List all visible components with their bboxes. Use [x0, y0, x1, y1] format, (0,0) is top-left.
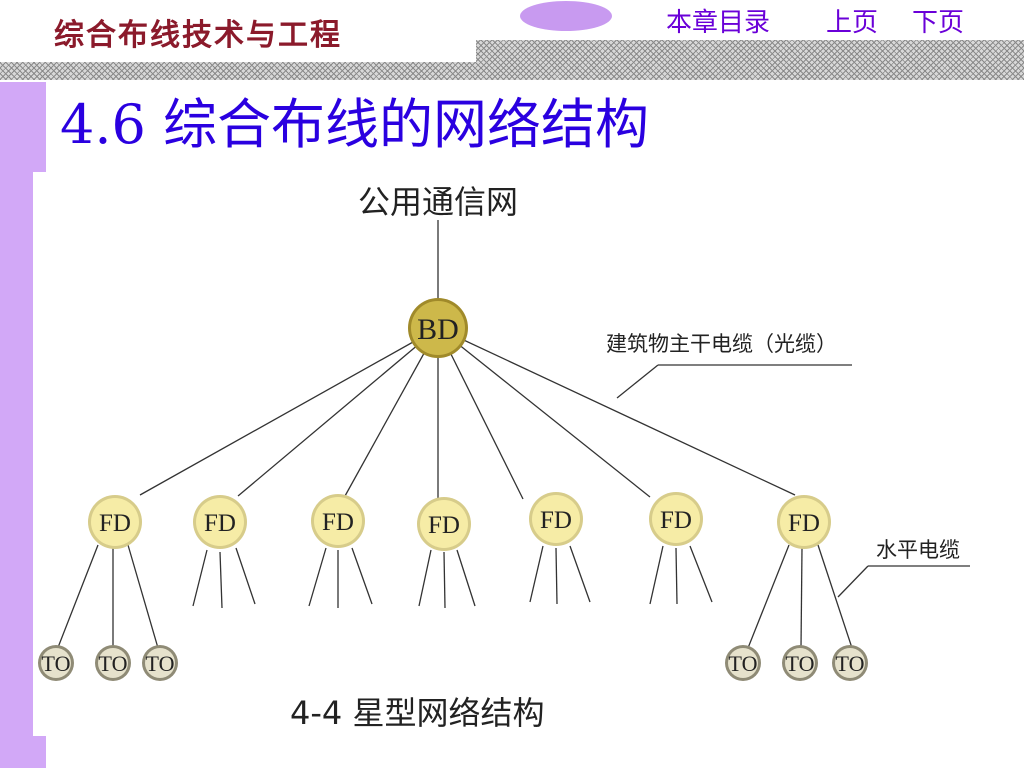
fd-node-fill	[420, 500, 468, 548]
to-node-label: TO	[99, 651, 128, 676]
backbone-link	[139, 327, 439, 496]
horizontal-stub	[529, 545, 544, 603]
horizontal-stub	[418, 549, 432, 607]
fd-node: FD	[88, 495, 142, 549]
fd-node-fill	[91, 498, 139, 546]
public-network-label: 公用通信网	[358, 183, 518, 221]
decorative-ellipse	[520, 1, 612, 31]
to-node-label: TO	[786, 651, 815, 676]
toc-link[interactable]: 本章目录	[666, 8, 771, 38]
horizontal-link	[127, 544, 159, 649]
to-node-fill	[728, 648, 758, 678]
fd-node-fill	[314, 497, 362, 545]
horizontal-stub	[192, 549, 208, 607]
fd-node-fill	[652, 495, 700, 543]
next-page-link[interactable]: 下页	[912, 8, 965, 38]
to-node-label: TO	[146, 651, 175, 676]
horizontal-stub	[569, 545, 591, 603]
to-node-label: TO	[729, 651, 758, 676]
horizontal-stub	[443, 551, 446, 609]
fd-node: FD	[311, 494, 365, 548]
horizontal-link	[747, 544, 790, 649]
horizontal-stub	[219, 551, 223, 609]
bd-node: BD	[408, 298, 468, 358]
prev-page-link[interactable]: 上页	[826, 8, 879, 38]
horizontal-link	[817, 544, 853, 649]
backbone-cable-label: 建筑物主干电缆（光缆）	[606, 332, 837, 356]
horizontal-stub	[689, 545, 713, 603]
horizontal-stub	[308, 547, 327, 607]
to-node: TO	[725, 645, 761, 681]
horizontal-link	[56, 544, 99, 651]
diagram-caption: 4-4 星型网络结构	[290, 694, 544, 732]
slide-title: 4.6 综合布线的网络结构	[60, 93, 650, 156]
fd-node-fill	[532, 495, 580, 543]
fd-node-label: FD	[99, 510, 131, 537]
to-node-fill	[145, 648, 175, 678]
bd-node-label: BD	[417, 313, 459, 346]
fd-node-label: FD	[660, 507, 692, 534]
fd-node: FD	[777, 495, 831, 549]
course-title: 综合布线技术与工程	[54, 18, 342, 53]
fd-node: FD	[529, 492, 583, 546]
to-node: TO	[832, 645, 868, 681]
fd-node: FD	[193, 495, 247, 549]
horizontal-link	[800, 547, 803, 649]
horizontal-label-leader	[837, 565, 869, 598]
fd-node-label: FD	[428, 512, 460, 539]
fd-node: FD	[417, 497, 471, 551]
course-logo: 综合布线技术与工程	[0, 0, 476, 62]
backbone-link	[437, 327, 651, 498]
fd-node-label: FD	[204, 510, 236, 537]
horizontal-stub	[456, 549, 476, 607]
fd-node-label: FD	[788, 510, 820, 537]
fd-node-label: FD	[322, 509, 354, 536]
horizontal-stub	[675, 547, 678, 605]
horizontal-stub	[351, 547, 373, 605]
left-accent-strip	[33, 172, 46, 736]
backbone-link	[437, 327, 524, 500]
horizontal-stub	[555, 547, 558, 605]
fd-node-label: FD	[540, 507, 572, 534]
to-node: TO	[142, 645, 178, 681]
to-node: TO	[782, 645, 818, 681]
backbone-link	[437, 327, 796, 496]
fd-node-fill	[780, 498, 828, 546]
horizontal-cable-label: 水平电缆	[876, 538, 960, 562]
horizontal-stub	[235, 547, 256, 605]
backbone-link	[344, 327, 439, 497]
network-nodes: BD FD FD FD FD FD FD FD TO TO TO TO TO TO	[38, 298, 868, 681]
to-node-fill	[835, 648, 865, 678]
fd-node-fill	[196, 498, 244, 546]
horizontal-stub	[649, 545, 664, 605]
to-node-fill	[41, 648, 71, 678]
backbone-link	[237, 327, 439, 497]
to-node-label: TO	[42, 651, 71, 676]
to-node: TO	[38, 645, 74, 681]
backbone-label-leader	[616, 364, 659, 399]
to-node-fill	[98, 648, 128, 678]
bd-node-fill	[411, 301, 465, 355]
to-node-fill	[785, 648, 815, 678]
label-leader-lines	[616, 364, 970, 598]
connection-lines	[56, 220, 853, 651]
to-node: TO	[95, 645, 131, 681]
to-node-label: TO	[836, 651, 865, 676]
fd-node: FD	[649, 492, 703, 546]
